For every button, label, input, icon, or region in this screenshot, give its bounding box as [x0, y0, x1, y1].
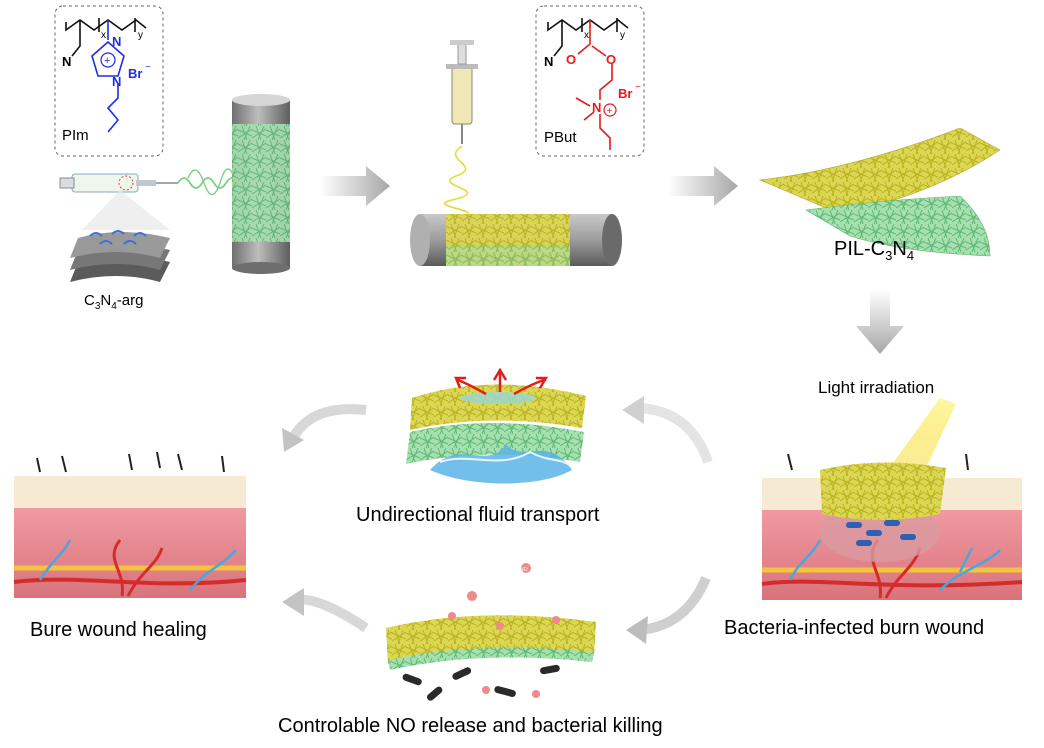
no-badge: NO	[520, 567, 528, 573]
no-release-label: Controlable NO release and bacterial kil…	[278, 715, 663, 737]
bacteria-wound-label: Bacteria-infected burn wound	[724, 617, 984, 639]
zoom-beam	[82, 190, 170, 230]
pil-sub2: 4	[907, 248, 914, 263]
pbut-sub-y: y	[620, 30, 625, 41]
light-irradiation-label: Light irradiation	[818, 378, 934, 397]
syringe-zoom-circle	[118, 175, 134, 191]
pbut-dashed-box	[535, 5, 645, 157]
green-fiber-layer	[232, 124, 290, 242]
pbut-label: PBut	[544, 129, 577, 146]
syringe-top	[446, 40, 478, 144]
curved-arrow-fluid-to-healing	[287, 404, 367, 443]
pim-label: PIm	[62, 127, 89, 144]
flow-arrow-down	[856, 290, 904, 354]
pim-charge: +	[104, 55, 110, 67]
c3n4-arg-tail: -arg	[117, 292, 144, 309]
pim-imidazolium-ring	[91, 40, 125, 77]
curved-arrow-to-fluid-head	[622, 396, 644, 424]
curved-arrow-to-fluid	[637, 403, 713, 464]
pim-nitrile-bond	[71, 20, 81, 57]
pbut-brackets	[581, 18, 618, 32]
flow-arrow-2	[668, 166, 738, 206]
curved-arrow-no-to-healing	[295, 594, 369, 633]
pbut-sub-x: x	[584, 30, 589, 41]
pim-br-charge: −	[145, 62, 151, 73]
c3n4-sheets-icon	[70, 230, 170, 282]
no-release-illustration	[386, 563, 596, 701]
c3n4-arg-c: C	[84, 292, 95, 309]
spinning-cone	[187, 168, 237, 196]
pil-c: PIL-C	[834, 238, 885, 260]
pbut-alkyl-chain	[575, 97, 611, 150]
skin-block-infected	[761, 453, 1023, 600]
collector-horizontal	[410, 214, 622, 266]
pbut-nitrile-bond	[553, 20, 563, 57]
pil-c3n4-membrane	[758, 127, 1001, 257]
pim-n-atom: N	[62, 54, 71, 69]
pim-charge-circle	[100, 52, 116, 68]
pbut-br-charge: −	[635, 82, 641, 93]
pim-n2-atom: N	[112, 74, 121, 89]
pim-dashed-box	[54, 5, 164, 157]
pbut-n-atom: N	[544, 54, 553, 69]
pbut-charge: +	[607, 106, 613, 117]
pbut-o2: O	[606, 52, 616, 67]
pil-n: N	[892, 238, 906, 260]
skin-block-healed	[13, 451, 247, 598]
pbut-ester-bonds	[577, 20, 607, 57]
spinning-jet-green	[177, 177, 239, 189]
pim-butyl-chain	[106, 84, 120, 133]
curved-arrow-no-to-healing-head	[282, 588, 304, 616]
curved-arrow-to-no	[639, 575, 711, 635]
curved-arrow-fluid-to-healing-head	[282, 428, 304, 452]
spinning-cone-yellow	[444, 145, 470, 223]
syringe-left	[59, 173, 178, 193]
c3n4-arg-label: C3N4-arg	[84, 292, 144, 312]
pbut-o1: O	[566, 52, 576, 67]
c3n4-arg-n: N	[100, 292, 111, 309]
collector-vertical	[232, 94, 290, 274]
pbut-backbone	[547, 18, 629, 32]
pbut-br: Br	[618, 86, 632, 101]
pbut-structure-panel: N x y O O N + Br − PBut	[535, 5, 645, 157]
pim-br: Br	[128, 66, 142, 81]
pbut-ethyl-link	[599, 64, 613, 100]
pim-brackets	[98, 18, 136, 32]
pbut-n-plus: N	[592, 100, 601, 115]
flow-arrow-1	[320, 166, 390, 206]
curved-arrow-to-no-head	[626, 616, 648, 644]
pim-sub-x: x	[101, 30, 106, 41]
c3n4-arg-sub2: 4	[111, 301, 117, 312]
pil-c3n4-label: PIL-C3N4	[834, 238, 914, 263]
c3n4-arg-sub1: 3	[95, 301, 101, 312]
healing-label: Bure wound healing	[30, 619, 207, 641]
pbut-charge-circle	[603, 103, 617, 117]
fluid-transport-illustration	[406, 367, 586, 484]
pil-sub1: 3	[885, 248, 892, 263]
pim-backbone	[65, 18, 147, 32]
fluid-transport-label: Undirectional fluid transport	[356, 504, 600, 526]
pim-structure-panel: N x y + N N Br − PIm	[54, 5, 164, 157]
pim-n1-atom: N	[112, 34, 121, 49]
pim-sub-y: y	[138, 30, 143, 41]
